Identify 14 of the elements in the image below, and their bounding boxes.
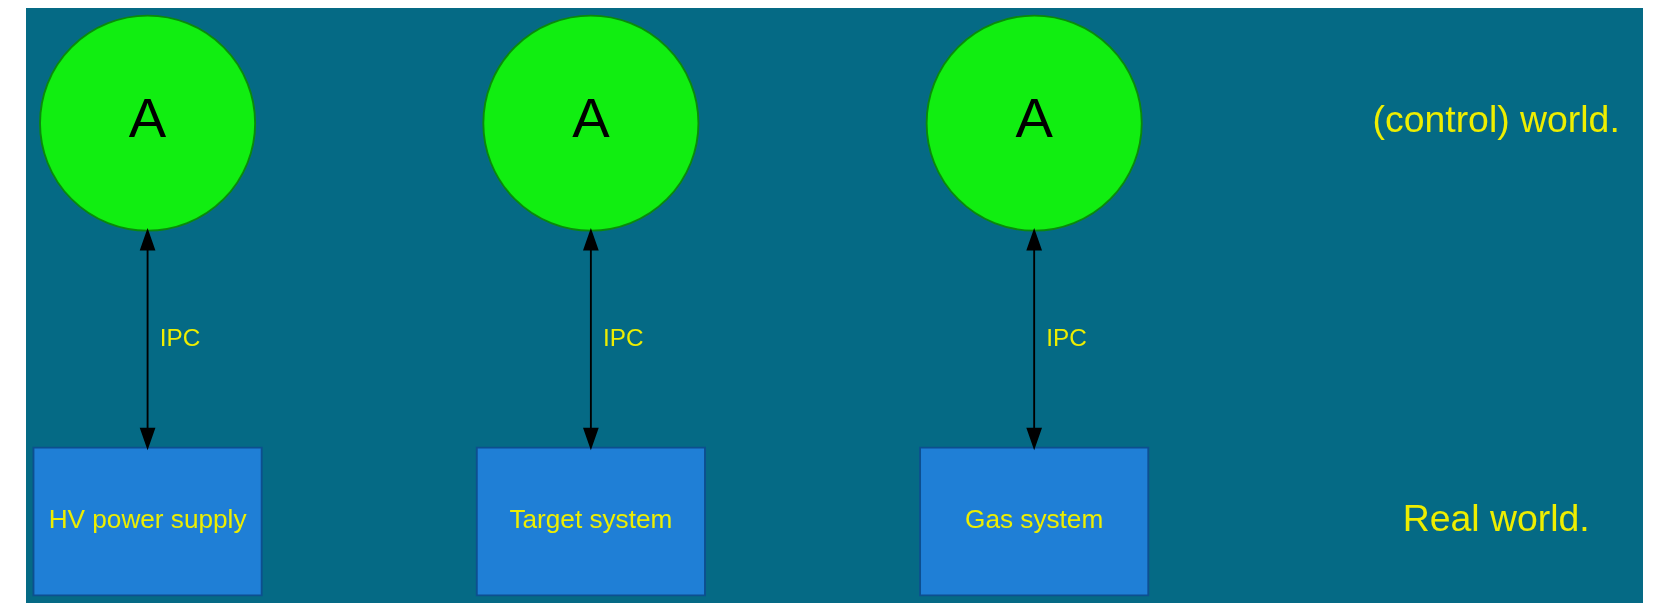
arrow	[139, 227, 155, 451]
edge-label: IPC	[159, 323, 200, 351]
arrow	[1025, 227, 1042, 451]
node-box: Target system	[475, 446, 706, 597]
arrow	[582, 227, 599, 451]
label: Real world.	[1402, 496, 1590, 539]
edge-label: IPC	[1045, 323, 1087, 351]
node-circle: A	[925, 14, 1143, 232]
edge-label: IPC	[602, 323, 643, 351]
node-box: HV power supply	[32, 446, 263, 597]
node-circle: A	[38, 14, 256, 232]
label: (control) world.	[1372, 98, 1620, 141]
node-circle: A	[481, 14, 699, 232]
node-box: Gas system	[918, 446, 1149, 597]
